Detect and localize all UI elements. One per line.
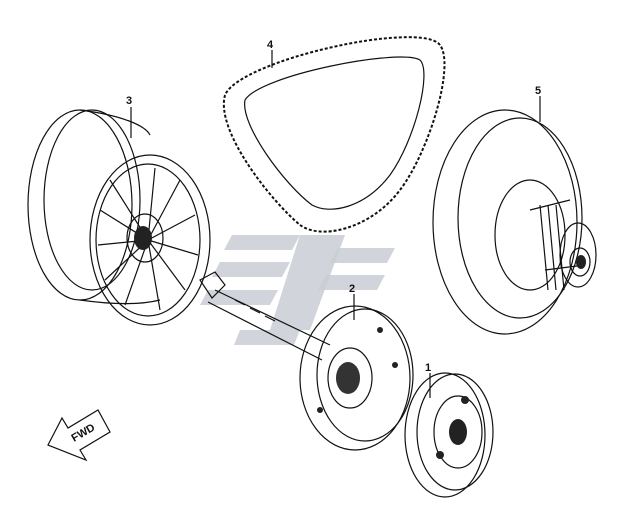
callout-5: 5	[535, 85, 541, 97]
clutch-housing	[299, 305, 414, 451]
leader-lines	[130, 50, 541, 398]
drive-pulley	[27, 109, 211, 326]
drive-shaft	[199, 271, 331, 361]
forward-direction-arrow: FWD	[47, 409, 111, 462]
callout-4: 4	[267, 39, 274, 51]
cooling-fins	[97, 167, 199, 311]
callout-2: 2	[349, 283, 355, 295]
driven-pulley	[432, 109, 597, 335]
callout-3: 3	[126, 95, 132, 107]
clutch-assembly	[404, 372, 494, 498]
callout-1: 1	[425, 362, 431, 374]
drive-belt	[222, 35, 446, 233]
watermark-logo	[200, 235, 395, 345]
